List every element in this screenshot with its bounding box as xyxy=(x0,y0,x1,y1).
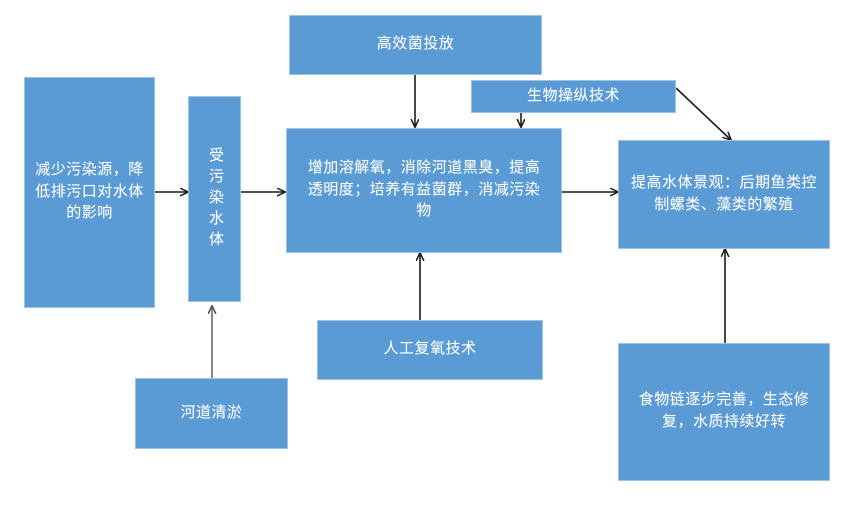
node-label: 减少污染源，降低排污口对水体的影响 xyxy=(35,161,144,222)
node-polluted-water-body[interactable]: 受污染水体 xyxy=(188,96,241,302)
node-food-chain-improvement[interactable]: 食物链逐步完善，生态修复，水质持续好转 xyxy=(618,343,830,481)
node-artificial-reoxygenation[interactable]: 人工复氧技术 xyxy=(317,320,543,380)
node-high-efficiency-bacteria[interactable]: 高效菌投放 xyxy=(289,15,542,75)
node-label: 高效菌投放 xyxy=(376,36,455,53)
node-improve-waterscape[interactable]: 提高水体景观：后期鱼类控制螺类、藻类的繁殖 xyxy=(618,140,830,249)
node-label: 生物操纵技术 xyxy=(526,87,620,104)
node-label: 受污染水体 xyxy=(207,146,223,252)
node-label: 提高水体景观：后期鱼类控制螺类、藻类的繁殖 xyxy=(631,174,818,213)
node-label: 食物链逐步完善，生态修复，水质持续好转 xyxy=(638,392,810,430)
node-river-dredging[interactable]: 河道清淤 xyxy=(135,378,288,449)
node-increase-dissolved-oxygen[interactable]: 增加溶解氧，消除河道黑臭，提高透明度；培养有益菌群，消减污染物 xyxy=(286,128,562,253)
node-label: 河道清淤 xyxy=(180,404,243,421)
node-reduce-pollution-source[interactable]: 减少污染源，降低排污口对水体的影响 xyxy=(24,77,155,308)
edge-biomanipulation-to-waterscape xyxy=(675,87,731,140)
node-label: 增加溶解氧，消除河道黑臭，提高透明度；培养有益菌群，消减污染物 xyxy=(307,159,541,220)
node-biomanipulation-technology[interactable]: 生物操纵技术 xyxy=(471,80,676,113)
node-label: 人工复氧技术 xyxy=(383,341,477,358)
